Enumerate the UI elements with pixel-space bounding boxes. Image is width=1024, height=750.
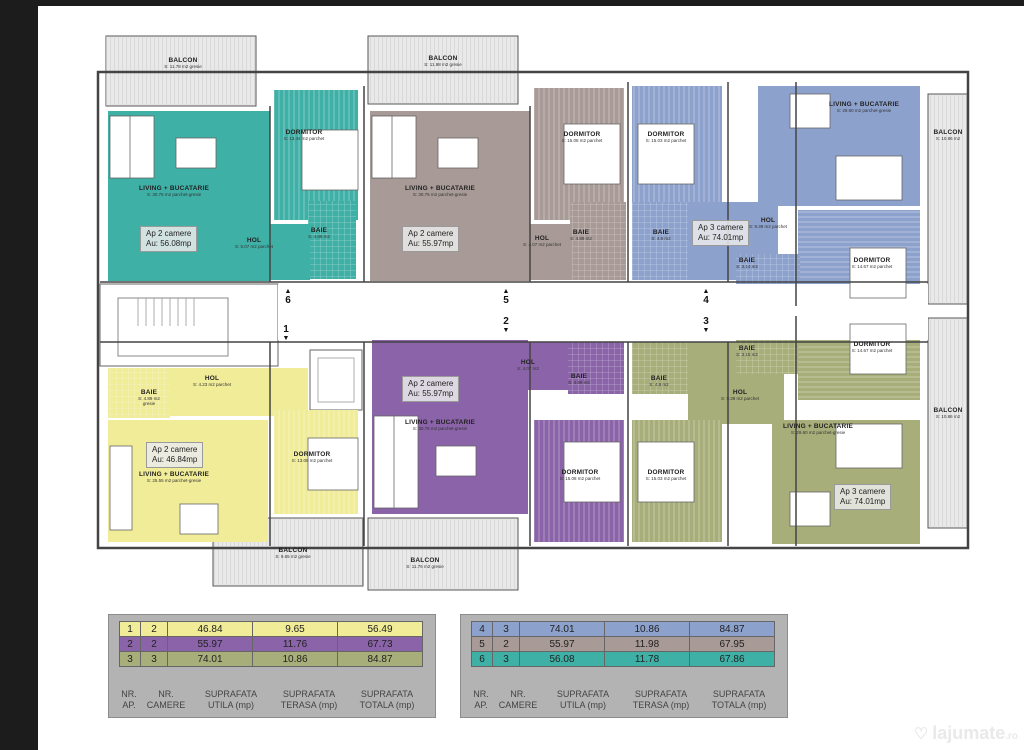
table-header: NR.AP. xyxy=(473,689,489,710)
table-header: NR.CAMERE xyxy=(498,689,538,710)
entrance-marker: 2▼ xyxy=(502,316,510,334)
table-header: NR.AP. xyxy=(121,689,137,710)
entrance-marker: ▲4 xyxy=(702,288,710,306)
table-header: NR.CAMERE xyxy=(146,689,186,710)
floor-plan-drawing xyxy=(96,35,970,591)
watermark-logo: ♡lajumate.ro xyxy=(913,723,1018,743)
entrance-marker: 1▼ xyxy=(282,324,290,342)
entrance-marker: 3▼ xyxy=(702,316,710,334)
entrance-marker: ▲6 xyxy=(284,288,292,306)
heart-icon: ♡ xyxy=(913,726,929,743)
entrance-marker: ▲5 xyxy=(502,288,510,306)
